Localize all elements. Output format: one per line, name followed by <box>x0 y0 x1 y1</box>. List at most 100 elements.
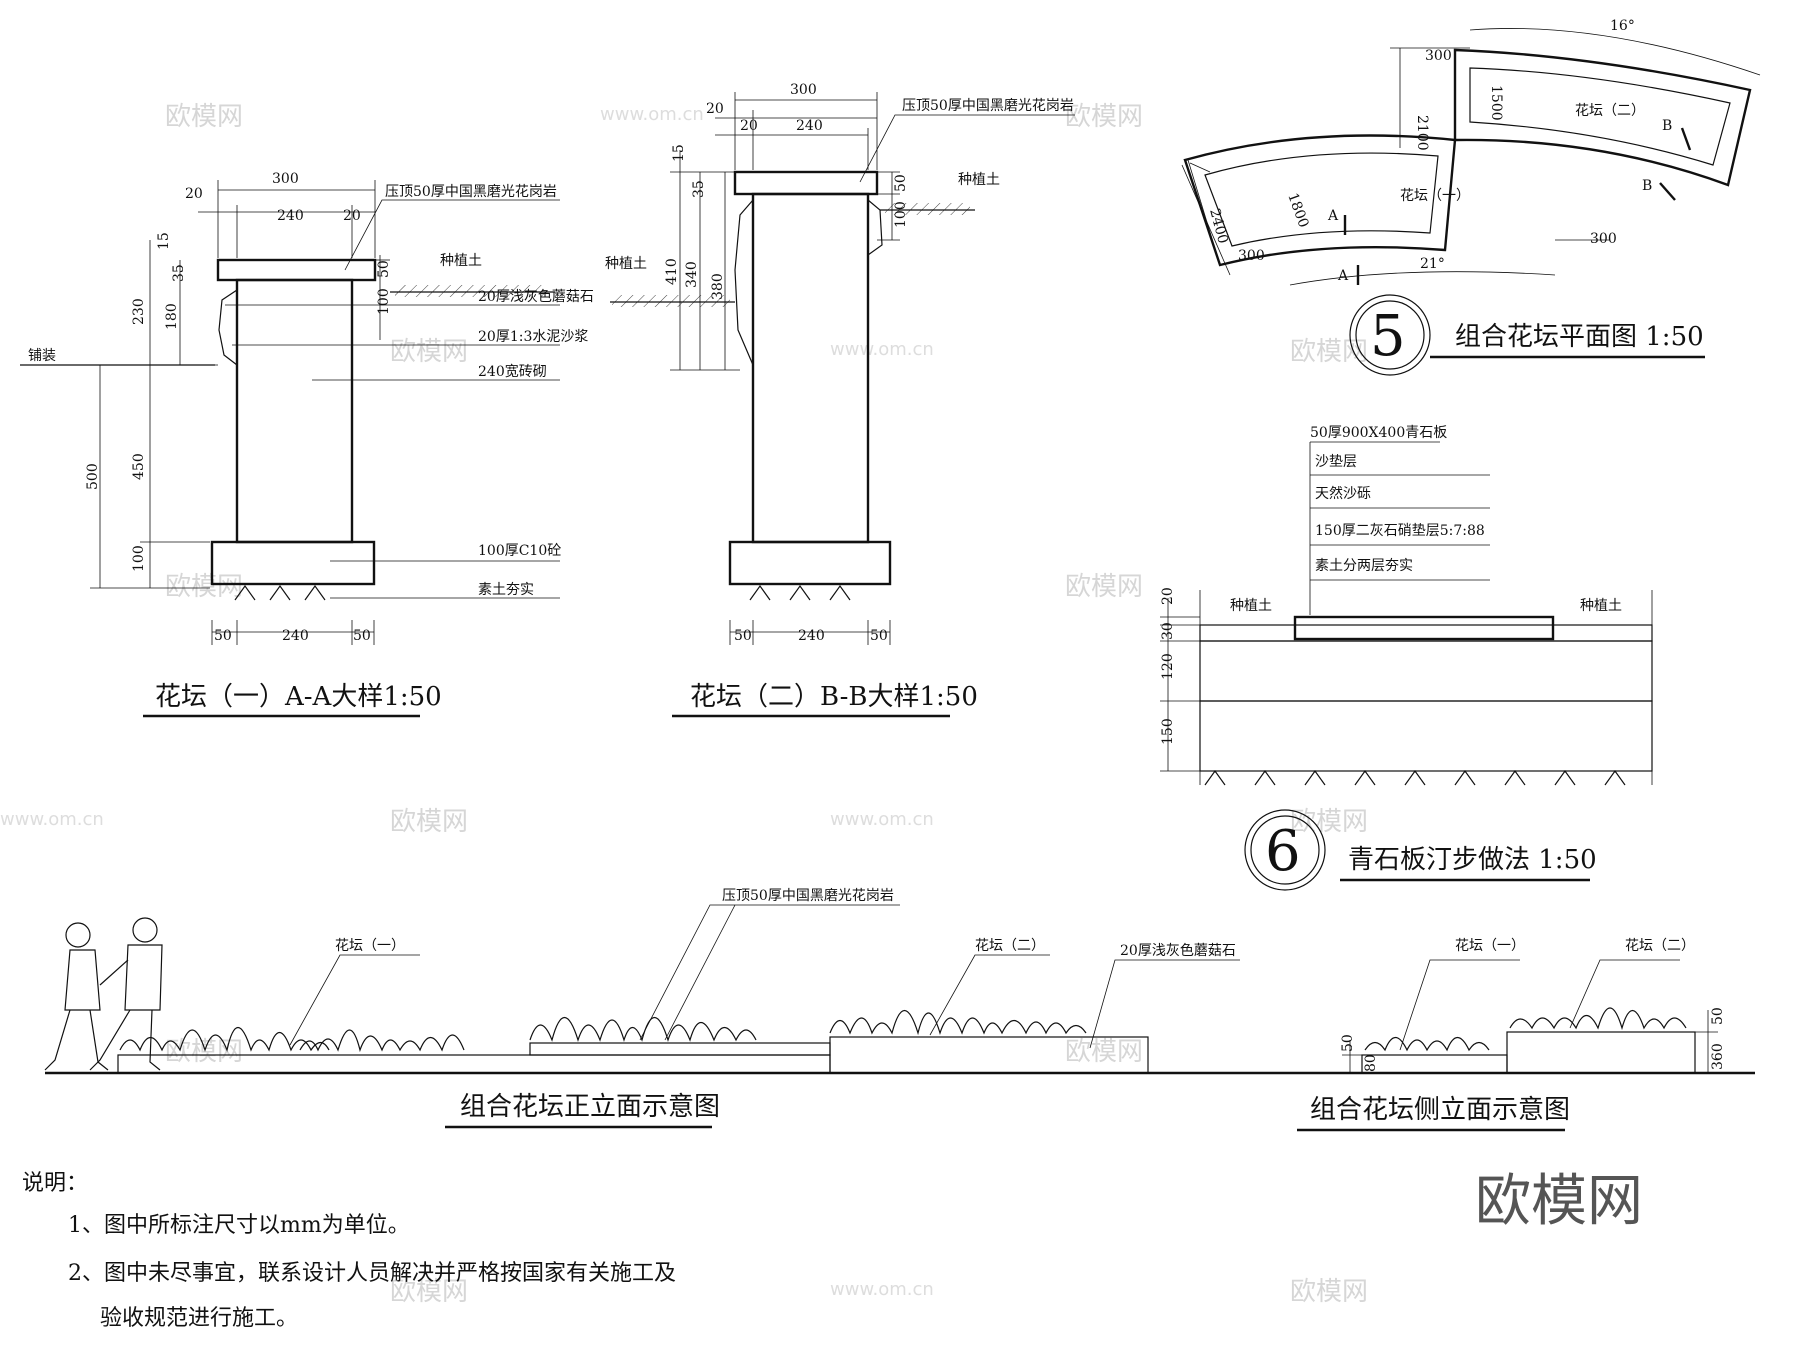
dim-180: 180 <box>164 303 180 330</box>
dim-1500: 1500 <box>1488 85 1504 121</box>
brand-logo: 欧模网 <box>1475 1169 1643 1234</box>
layer-label: 沙垫层 <box>1315 454 1357 470</box>
lime-base-layer <box>1199 700 1653 772</box>
dim-50: 50 <box>893 174 909 192</box>
dim-240: 240 <box>282 628 309 644</box>
label-concrete: 100厚C10砼 <box>478 543 561 559</box>
side-elevation: 花坛（一） 花坛（二） 50 80 50 360 组合花坛侧立面示意图 <box>1297 938 1726 1132</box>
dim-300: 300 <box>1590 231 1617 247</box>
label-planting-soil: 种植土 <box>1580 598 1622 614</box>
plan-angle-16: 16° <box>1610 18 1635 34</box>
dim-20: 20 <box>740 118 758 134</box>
dim-240: 240 <box>277 208 304 224</box>
watermark-brand: 欧模网 <box>165 572 243 602</box>
dim-50: 50 <box>1340 1034 1356 1052</box>
dim-20: 20 <box>706 101 724 117</box>
label-bed-2: 花坛（二） <box>975 938 1045 954</box>
front-elevation-title: 组合花坛正立面示意图 <box>460 1092 720 1122</box>
label-planting-soil: 种植土 <box>958 172 1000 188</box>
label-planting-soil: 种植土 <box>1230 598 1272 614</box>
dim-300: 300 <box>272 171 299 187</box>
watermark-site: www.om.cn <box>830 809 934 830</box>
layer-label: 150厚二灰石硝垫层5:7:88 <box>1315 523 1485 539</box>
note-item: 2、图中未尽事宜，联系设计人员解决并严格按国家有关施工及 <box>68 1261 676 1286</box>
plan-bed-2-label: 花坛（二） <box>1575 103 1645 119</box>
layer-label: 天然沙砾 <box>1315 485 1371 502</box>
label-granite-cap: 压顶50厚中国黑磨光花岗岩 <box>385 184 557 200</box>
gravel-layer <box>1199 640 1653 702</box>
dim-230: 230 <box>131 298 147 325</box>
dim-30: 30 <box>1160 622 1176 640</box>
plan-title: 组合花坛平面图 1:50 <box>1455 322 1704 352</box>
dim-100: 100 <box>893 201 909 228</box>
dim-50: 50 <box>1710 1007 1726 1025</box>
plan-angle-21: 21° <box>1420 256 1445 272</box>
label-planting-soil: 种植土 <box>440 253 482 269</box>
concrete-footing <box>210 540 376 586</box>
watermark-brand: 欧模网 <box>1290 1277 1368 1307</box>
dim-35: 35 <box>691 180 707 198</box>
dim-450: 450 <box>131 453 147 480</box>
concrete-footing <box>728 540 892 586</box>
section-a-detail: 300 20 240 20 15 35 230 180 500 450 100 … <box>20 171 594 718</box>
layer-label: 50厚900X400青石板 <box>1310 425 1447 441</box>
watermark-brand: 欧模网 <box>1065 102 1143 132</box>
dim-2100: 2100 <box>1414 115 1430 151</box>
dim-240: 240 <box>798 628 825 644</box>
dim-240: 240 <box>796 118 823 134</box>
label-bed-1: 花坛（一） <box>1455 938 1525 954</box>
watermark-brand: 欧模网 <box>1065 572 1143 602</box>
watermark-brand: 欧模网 <box>165 1037 243 1067</box>
granite-cap <box>216 258 377 282</box>
label-planting-soil: 种植土 <box>605 256 647 272</box>
bluestone-slab <box>1293 615 1555 641</box>
dim-15: 15 <box>671 144 687 162</box>
brick-wall <box>235 278 354 544</box>
dim-2400: 2400 <box>1206 207 1231 246</box>
watermark-brand: 欧模网 <box>1065 1037 1143 1067</box>
watermark-brand: 欧模网 <box>1290 807 1368 837</box>
note-item: 验收规范进行施工。 <box>100 1306 298 1331</box>
dim-300: 300 <box>1425 48 1452 64</box>
watermark-site: www.om.cn <box>0 809 104 830</box>
watermark-brand: 欧模网 <box>390 1277 468 1307</box>
watermark-site: www.om.cn <box>600 104 704 125</box>
dim-20: 20 <box>343 208 361 224</box>
label-pebble-stone: 20厚浅灰色蘑菇石 <box>478 288 594 305</box>
dim-35: 35 <box>171 264 187 282</box>
watermark-brand: 欧模网 <box>1290 337 1368 367</box>
stepping-stone-section: 50厚900X400青石板 沙垫层 天然沙砾 150厚二灰石硝垫层5:7:88 … <box>1160 425 1653 891</box>
dim-80: 80 <box>1363 1054 1379 1072</box>
dim-50: 50 <box>353 628 371 644</box>
bed-2-elevation <box>829 1036 1149 1074</box>
dim-50: 50 <box>214 628 232 644</box>
section-b-title: 花坛（二）B-B大样1:50 <box>690 682 978 712</box>
watermark-brand: 欧模网 <box>165 102 243 132</box>
dim-150: 150 <box>1160 718 1176 745</box>
dim-500: 500 <box>85 463 101 490</box>
side-elevation-title: 组合花坛侧立面示意图 <box>1310 1095 1570 1125</box>
label-mortar: 20厚1:3水泥沙浆 <box>478 329 588 345</box>
label-granite-cap: 压顶50厚中国黑磨光花岗岩 <box>722 888 894 904</box>
section-b-detail: 300 20 20 240 15 35 410 340 380 50 100 5… <box>605 82 1075 718</box>
dim-20: 20 <box>185 186 203 202</box>
section-mark-a: A <box>1327 208 1339 224</box>
front-elevation: 花坛（一） 压顶50厚中国黑磨光花岗岩 花坛（二） 20厚浅灰色蘑菇石 组合花坛… <box>44 888 1755 1129</box>
dim-50: 50 <box>734 628 752 644</box>
watermark-site: www.om.cn <box>830 1279 934 1300</box>
brick-wall <box>751 192 870 544</box>
dim-120: 120 <box>1160 653 1176 680</box>
dim-100: 100 <box>131 545 147 572</box>
section-mark-b: B <box>1642 178 1652 194</box>
dim-20: 20 <box>1160 587 1176 605</box>
dim-50: 50 <box>870 628 888 644</box>
shrub-planting <box>119 1010 1087 1053</box>
label-bed-2: 花坛（二） <box>1625 938 1695 954</box>
watermark-layer: 欧模网 www.om.cn 欧模网 欧模网 www.om.cn 欧模网 欧模网 … <box>0 102 1368 1307</box>
dim-410: 410 <box>664 258 680 285</box>
layer-label: 素土分两层夯实 <box>1315 558 1413 574</box>
watermark-brand: 欧模网 <box>390 807 468 837</box>
notes-block: 说明： 1、图中所标注尺寸以mm为单位。 2、图中未尽事宜，联系设计人员解决并严… <box>22 1171 676 1331</box>
side-bed-2 <box>1506 1031 1696 1074</box>
